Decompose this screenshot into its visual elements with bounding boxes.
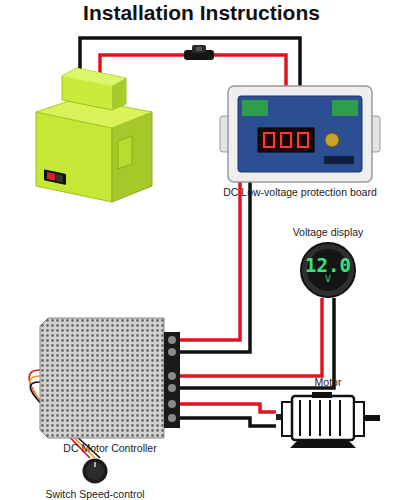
motor-controller: DC Motor Controller	[40, 318, 180, 438]
protection-board: DC Low-voltage protection board	[228, 86, 372, 182]
part-label: Voltage display	[293, 226, 364, 238]
display-digits: 12.0	[305, 256, 351, 275]
voltage-display: Voltage display12.0V	[300, 242, 356, 298]
wire	[180, 418, 276, 426]
wire	[180, 298, 322, 376]
speed-knob: Switch Speed-control	[82, 458, 108, 484]
part-label: DC Motor Controller	[63, 442, 156, 454]
wire	[180, 182, 250, 352]
wire-pair	[180, 182, 250, 352]
wire	[180, 298, 334, 388]
diagram-title: Installation Instructions	[0, 1, 403, 25]
display-unit: V	[325, 275, 330, 284]
wire	[180, 404, 276, 412]
display-face: 12.0V	[300, 242, 356, 298]
battery-adapter	[36, 68, 152, 202]
motor-symbol: Motor	[276, 392, 380, 448]
part-label: DC Low-voltage protection board	[223, 186, 377, 198]
wire-pair	[180, 404, 276, 426]
inline-fuse	[184, 45, 214, 60]
red-wire	[100, 55, 286, 90]
wire-pair	[180, 298, 334, 388]
part-label: Switch Speed-control	[45, 488, 144, 500]
wire	[180, 182, 240, 340]
part-label: Motor	[315, 376, 342, 388]
